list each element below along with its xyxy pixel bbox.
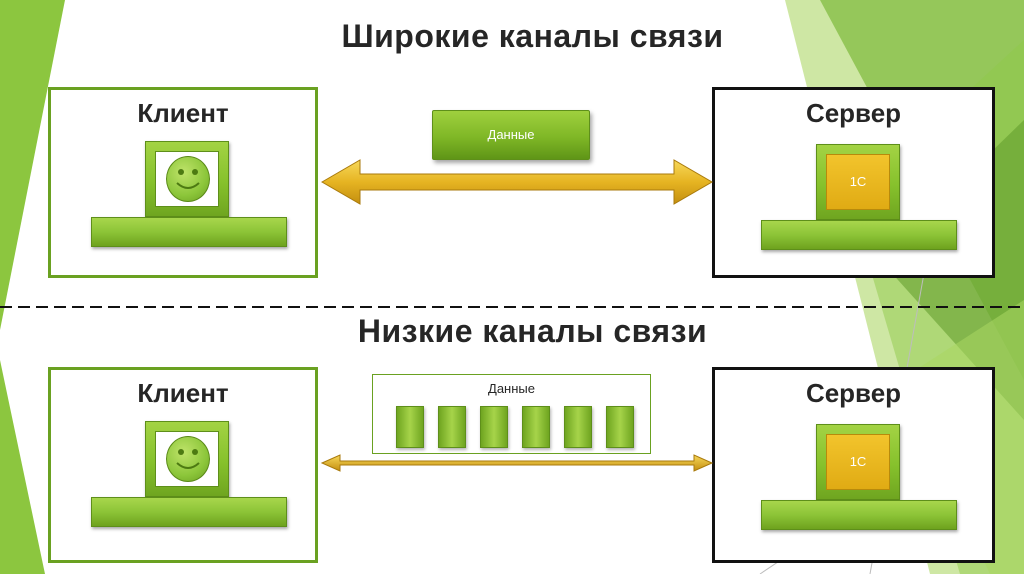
client-base: [91, 497, 287, 527]
data-packet: [522, 406, 550, 448]
bottom-server-label: Сервер: [805, 378, 902, 408]
top-client-box: Клиент: [48, 87, 318, 278]
bottom-client-label: Клиент: [137, 378, 229, 408]
smiley-icon: [166, 156, 210, 202]
top-server-box: Сервер 1С: [712, 87, 995, 278]
client-base: [91, 217, 287, 247]
data-packet: [606, 406, 634, 448]
one-c-app: 1С: [826, 434, 890, 490]
data-block: Данные: [432, 110, 590, 160]
top-server-label: Сервер: [805, 98, 902, 128]
client-screen: [155, 151, 219, 207]
client-monitor: [145, 421, 229, 497]
bottom-server-box: Сервер 1С: [712, 367, 995, 563]
data-packet: [564, 406, 592, 448]
server-monitor: 1С: [816, 144, 900, 220]
top-client-label: Клиент: [137, 98, 229, 128]
narrow-bidirectional-arrow: [320, 454, 714, 472]
wide-channels-title: Широкие каналы связи: [341, 18, 724, 54]
data-packets-label: Данные: [488, 381, 535, 396]
wide-bidirectional-arrow: [321, 159, 713, 205]
server-base: [761, 500, 957, 530]
section-divider: [0, 306, 1024, 308]
data-packet: [480, 406, 508, 448]
data-packets-box: Данные: [372, 374, 651, 454]
data-packet: [438, 406, 466, 448]
server-base: [761, 220, 957, 250]
smiley-icon: [166, 436, 210, 482]
client-screen: [155, 431, 219, 487]
one-c-app: 1С: [826, 154, 890, 210]
low-channels-title: Низкие каналы связи: [357, 313, 708, 349]
client-monitor: [145, 141, 229, 217]
bottom-client-box: Клиент: [48, 367, 318, 563]
data-packet: [396, 406, 424, 448]
server-monitor: 1С: [816, 424, 900, 500]
